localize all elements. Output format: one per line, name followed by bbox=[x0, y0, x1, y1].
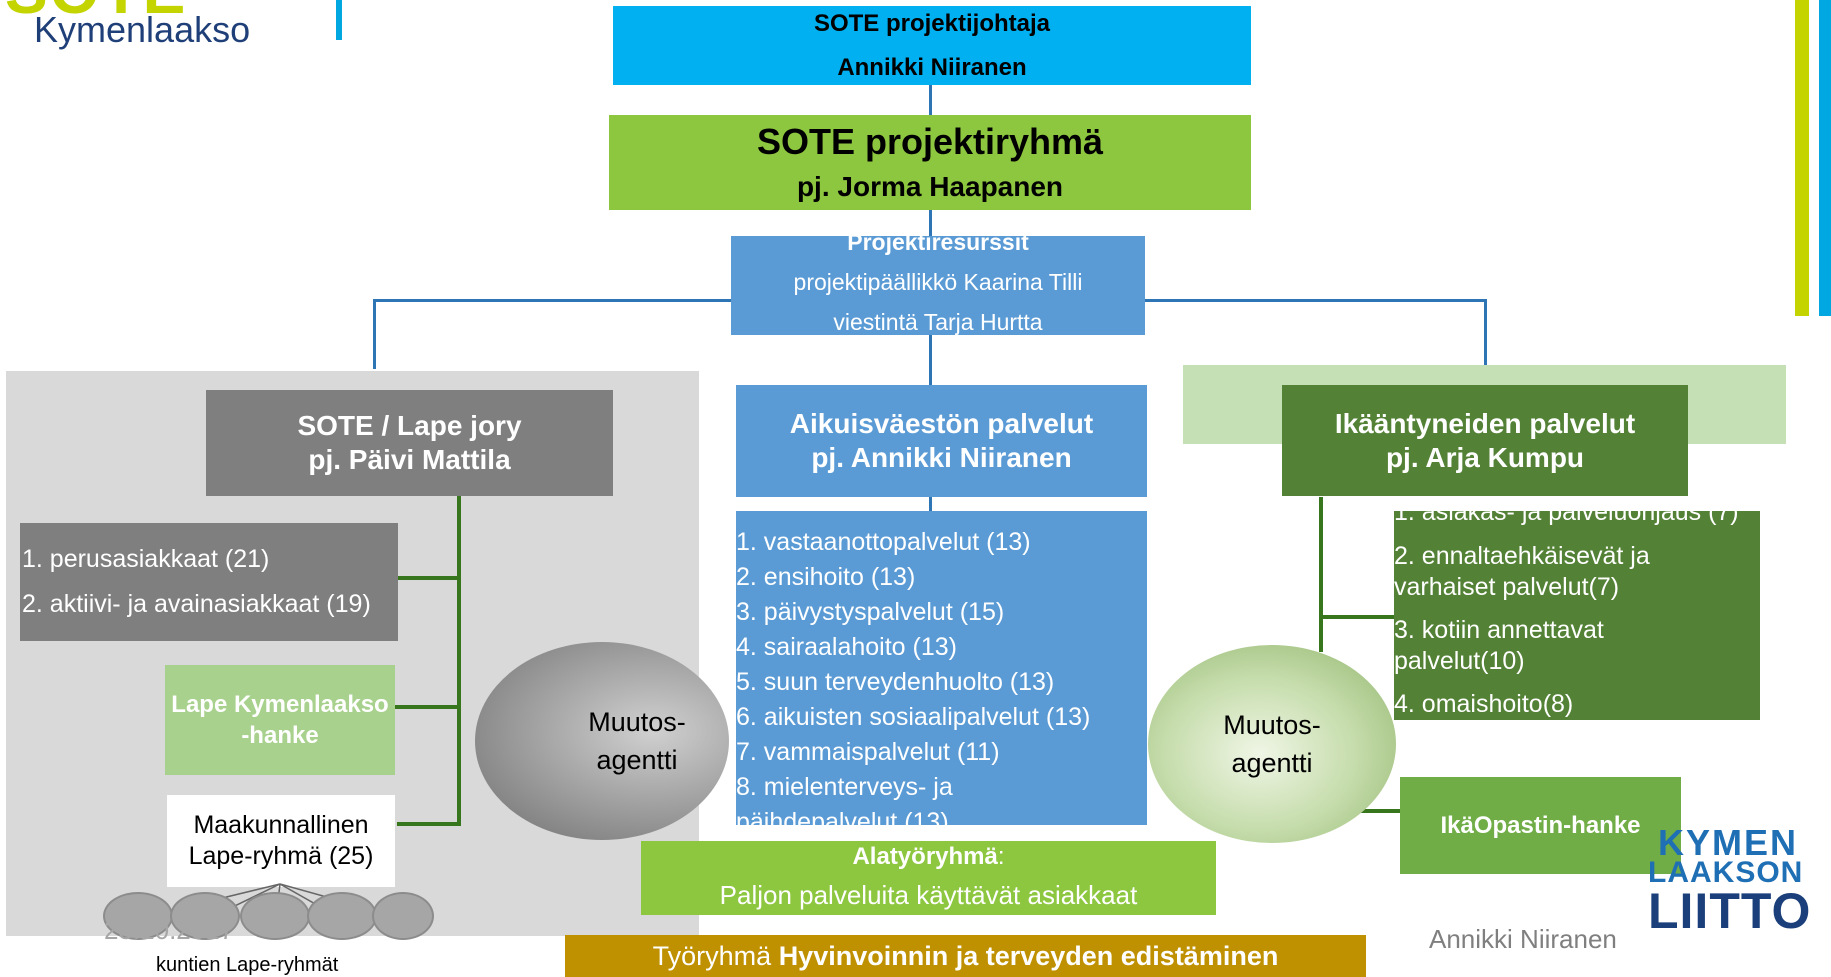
right-change-agent: Muutos- agentti bbox=[1148, 645, 1396, 843]
right-item-2b: varhaiset palvelut(7) bbox=[1394, 573, 1620, 601]
left-tree-branch-1 bbox=[397, 576, 459, 580]
lape-hanke-line-2: -hanke bbox=[241, 722, 319, 749]
connector-mid bbox=[929, 210, 932, 236]
center-head-chair: pj. Annikki Niiranen bbox=[811, 442, 1072, 473]
connector-center-list bbox=[929, 497, 932, 511]
right-tree-branch-1 bbox=[1319, 615, 1394, 619]
center-item-1: 1. vastaanottopalvelut (13) bbox=[736, 528, 1031, 556]
left-change-agent: Muutos- agentti bbox=[475, 642, 729, 840]
workgroup-line: Työryhmä Hyvinvoinnin ja terveyden edist… bbox=[653, 941, 1279, 972]
right-item-1: 1. asiakas- ja palveluohjaus (7) bbox=[1394, 511, 1739, 526]
workgroup-prefix: Työryhmä bbox=[652, 940, 779, 971]
left-head-chair: pj. Päivi Mattila bbox=[308, 444, 511, 475]
footer-date: 23.10.2017 bbox=[104, 915, 235, 945]
center-item-4: 4. sairaalahoito (13) bbox=[736, 633, 957, 661]
right-item-3b: palvelut(10) bbox=[1394, 647, 1525, 675]
connector-top bbox=[929, 85, 932, 115]
center-items-box: 1. vastaanottopalvelut (13) 2. ensihoito… bbox=[736, 511, 1147, 825]
left-head-box: SOTE / Lape jory pj. Päivi Mattila bbox=[206, 390, 613, 496]
subgroup-box: Alatyöryhmä: Paljon palveluita käyttävät… bbox=[641, 841, 1216, 915]
edge-bar-blue bbox=[1819, 0, 1831, 316]
director-box: SOTE projektijohtaja Annikki Niiranen bbox=[613, 6, 1251, 85]
left-item-1: 1. perusasiakkaat (21) bbox=[22, 545, 270, 573]
workgroup-bold: Hyvinvoinnin ja terveyden edistäminen bbox=[778, 940, 1279, 971]
center-item-3: 3. päivystyspalvelut (15) bbox=[736, 598, 1005, 626]
connector-right-drop bbox=[1484, 299, 1487, 365]
resources-box: Projektiresurssit projektipäällikkö Kaar… bbox=[731, 236, 1145, 335]
center-item-6: 6. aikuisten sosiaalipalvelut (13) bbox=[736, 703, 1091, 731]
workgroup-box: Työryhmä Hyvinvoinnin ja terveyden edist… bbox=[565, 935, 1366, 977]
right-head-chair: pj. Arja Kumpu bbox=[1385, 441, 1585, 473]
center-item-8: 8. mielenterveys- ja bbox=[736, 773, 953, 801]
logo-liitto-line-1: KYMEN bbox=[1658, 822, 1799, 863]
resources-line-1: projektipäällikkö Kaarina Tilli bbox=[793, 269, 1083, 295]
kunta-ellipse-5 bbox=[372, 892, 434, 940]
center-item-9: päihdepalvelut (13) bbox=[736, 808, 949, 825]
logo-divider bbox=[336, 0, 342, 40]
left-agent-line-1: Muutos- bbox=[588, 707, 686, 737]
logo-liitto-line-3: LIITTO bbox=[1648, 883, 1812, 939]
lape-hanke-box: Lape Kymenlaakso -hanke bbox=[165, 665, 395, 775]
left-tree-vertical bbox=[457, 496, 461, 826]
director-title: SOTE projektijohtaja bbox=[813, 9, 1051, 37]
connector-center-drop bbox=[929, 335, 932, 385]
project-group-chair: pj. Jorma Haapanen bbox=[796, 170, 1064, 202]
center-item-2: 2. ensihoito (13) bbox=[736, 563, 916, 591]
connector-left-drop bbox=[373, 299, 376, 369]
left-head-title: SOTE / Lape jory bbox=[297, 410, 522, 441]
subgroup-heading: Alatyöryhmä: bbox=[852, 841, 1004, 876]
right-item-4: 4. omaishoito(8) bbox=[1394, 690, 1574, 718]
maakunnallinen-line-1: Maakunnallinen bbox=[193, 811, 369, 839]
kuntien-label: kuntien Lape-ryhmät bbox=[156, 954, 339, 976]
left-tree-branch-2 bbox=[395, 705, 459, 709]
right-item-2a: 2. ennaltaehkäisevät ja bbox=[1394, 542, 1650, 570]
center-head-title: Aikuisväestön palvelut bbox=[789, 408, 1094, 439]
logo-sote-letters: SOTE bbox=[5, 0, 187, 28]
kunta-ellipse-3 bbox=[240, 892, 310, 940]
right-agent-line-1: Muutos- bbox=[1223, 710, 1321, 740]
subgroup-label: Alatyöryhmä bbox=[852, 843, 998, 870]
right-agent-line-2: agentti bbox=[1231, 748, 1313, 778]
left-item-2: 2. aktiivi- ja avainasiakkaat (19) bbox=[22, 590, 371, 618]
subgroup-colon: : bbox=[997, 843, 1005, 870]
logo-kymenlaakson-liitto: KYMEN LAAKSON LIITTO bbox=[1648, 822, 1831, 939]
center-item-5: 5. suun terveydenhuolto (13) bbox=[736, 668, 1055, 696]
kunta-ellipse-2 bbox=[170, 892, 240, 940]
logo-kymenlaakso-text: Kymenlaakso bbox=[34, 9, 251, 50]
left-items-box: 1. perusasiakkaat (21) 2. aktiivi- ja av… bbox=[20, 523, 398, 641]
left-tree-branch-3 bbox=[397, 822, 459, 826]
resources-line-2: viestintä Tarja Hurtta bbox=[833, 309, 1043, 335]
lape-hanke-line-1: Lape Kymenlaakso bbox=[171, 691, 389, 718]
director-name: Annikki Niiranen bbox=[837, 53, 1027, 81]
right-tree-vertical bbox=[1319, 497, 1323, 652]
resources-title: Projektiresurssit bbox=[847, 236, 1029, 255]
edge-bar-green bbox=[1795, 0, 1809, 316]
subgroup-text: Paljon palveluita käyttävät asiakkaat bbox=[719, 880, 1138, 910]
maakunnallinen-line-2: Lape-ryhmä (25) bbox=[188, 842, 374, 870]
project-group-box: SOTE projektiryhmä pj. Jorma Haapanen bbox=[609, 115, 1251, 210]
right-items-box: 1. asiakas- ja palveluohjaus (7) 2. enna… bbox=[1394, 511, 1760, 720]
right-tree-branch-2 bbox=[1350, 809, 1400, 813]
logo-sote-kymenlaakso: SOTE Kymenlaakso bbox=[0, 0, 360, 60]
project-group-title: SOTE projektiryhmä bbox=[756, 120, 1104, 162]
right-head-title: Ikääntyneiden palvelut bbox=[1334, 407, 1636, 439]
right-edge-bars bbox=[1795, 0, 1831, 320]
right-head-box: Ikääntyneiden palvelut pj. Arja Kumpu bbox=[1282, 385, 1688, 496]
center-item-7: 7. vammaispalvelut (11) bbox=[736, 738, 1000, 766]
left-agent-line-2: agentti bbox=[596, 745, 678, 775]
center-head-box: Aikuisväestön palvelut pj. Annikki Niira… bbox=[736, 385, 1147, 497]
ikaopastin-label: IkäOpastin-hanke bbox=[1440, 811, 1641, 839]
maakunnallinen-box: Maakunnallinen Lape-ryhmä (25) bbox=[167, 795, 395, 887]
footer-author: Annikki Niiranen bbox=[1429, 924, 1617, 954]
ikaopastin-box: IkäOpastin-hanke bbox=[1400, 777, 1681, 874]
logo-liitto-line-2: LAAKSON bbox=[1648, 856, 1804, 889]
right-item-3a: 3. kotiin annettavat bbox=[1394, 616, 1604, 644]
kunta-ellipse-4 bbox=[307, 892, 377, 940]
